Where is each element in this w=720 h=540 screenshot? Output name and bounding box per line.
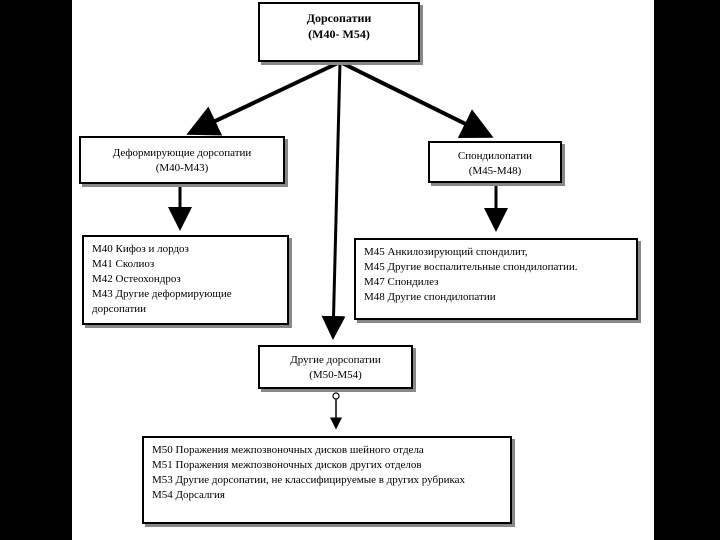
arrow-root-to-left (186, 60, 341, 136)
arrow-root-to-right (339, 60, 494, 138)
left-category-node: Деформирующие дорсопатии (М40-М43) (79, 136, 285, 184)
right-code-list: М45 Анкилозирующий спондилит, М45 Другие… (354, 238, 638, 320)
right-category-code: (М45-М48) (468, 165, 522, 177)
middle-code-list: М50 Поражения межпозвоночных дисков шейн… (142, 436, 512, 524)
left-code-list: М40 Кифоз и лордоз М41 Сколиоз М42 Остео… (82, 235, 289, 325)
right-category-node: Спондилопатии (М45-М48) (428, 141, 562, 183)
list-item: М50 Поражения межпозвоночных дисков шейн… (152, 444, 424, 456)
list-item: М45 Другие воспалительные спондилопатии. (364, 261, 578, 273)
middle-category-node: Другие дорсопатии (М50-М54) (258, 345, 413, 389)
list-item: М40 Кифоз и лордоз (92, 243, 189, 255)
middle-category-title: Другие дорсопатии (290, 354, 381, 366)
middle-category-code: (М50-М54) (309, 369, 362, 381)
list-item: М43 Другие деформирующие дорсопатии (92, 288, 232, 315)
left-category-code: (М40-М43) (155, 162, 209, 174)
list-item: М41 Сколиоз (92, 258, 155, 270)
right-category-title: Спондилопатии (457, 150, 533, 162)
list-item: М45 Анкилозирующий спондилит, (364, 246, 528, 258)
root-title: Дорсопатии (306, 11, 372, 25)
list-item: М54 Дорсалгия (152, 489, 225, 501)
root-code: (М40- М54) (308, 27, 370, 41)
left-category-title: Деформирующие дорсопатии (112, 147, 252, 159)
list-item: М48 Другие спондилопатии (364, 291, 496, 303)
list-item: М42 Остеохондроз (92, 273, 181, 285)
list-item: М51 Поражения межпозвоночных дисков друг… (152, 459, 422, 471)
list-item: М53 Другие дорсопатии, не классифицируем… (152, 474, 466, 486)
root-node: Дорсопатии (М40- М54) (258, 2, 420, 62)
list-item: М47 Спондилез (364, 276, 439, 288)
arrow-root-to-middle (321, 61, 346, 340)
connector-dot (332, 392, 340, 400)
